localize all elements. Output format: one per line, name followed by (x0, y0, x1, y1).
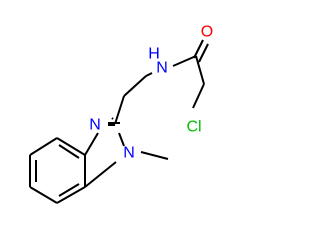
bond-line (56, 137, 86, 156)
imidazole-nitrogen-label: N (89, 117, 101, 134)
bond-line (172, 55, 197, 67)
bond-line (118, 132, 125, 147)
bond-line (84, 132, 99, 156)
bond-line (140, 151, 169, 160)
bond-line (84, 161, 117, 188)
chlorine-label: Cl (186, 119, 201, 136)
bond-line (58, 144, 80, 159)
bond-line (145, 72, 153, 77)
amide-nitrogen-label: N (156, 60, 168, 77)
amide-hydrogen-label: H (148, 46, 160, 63)
bond-line (123, 75, 147, 97)
carbonyl-oxygen-label: O (201, 24, 213, 41)
bond-line (114, 95, 125, 125)
bond-lines (29, 39, 209, 204)
atom-labels: O H N Cl N N (89, 24, 213, 162)
bond-line (29, 186, 58, 204)
bond-line (111, 117, 114, 120)
structure-canvas: O H N Cl N N (29, 24, 213, 204)
bond-line (192, 83, 205, 109)
bond-line (193, 39, 204, 59)
bond-line (198, 43, 209, 63)
bond-line (58, 183, 80, 197)
bond-line (56, 186, 86, 204)
bond-line (195, 55, 205, 85)
bond-line (29, 137, 58, 156)
methyl-nitrogen-label: N (123, 145, 135, 162)
